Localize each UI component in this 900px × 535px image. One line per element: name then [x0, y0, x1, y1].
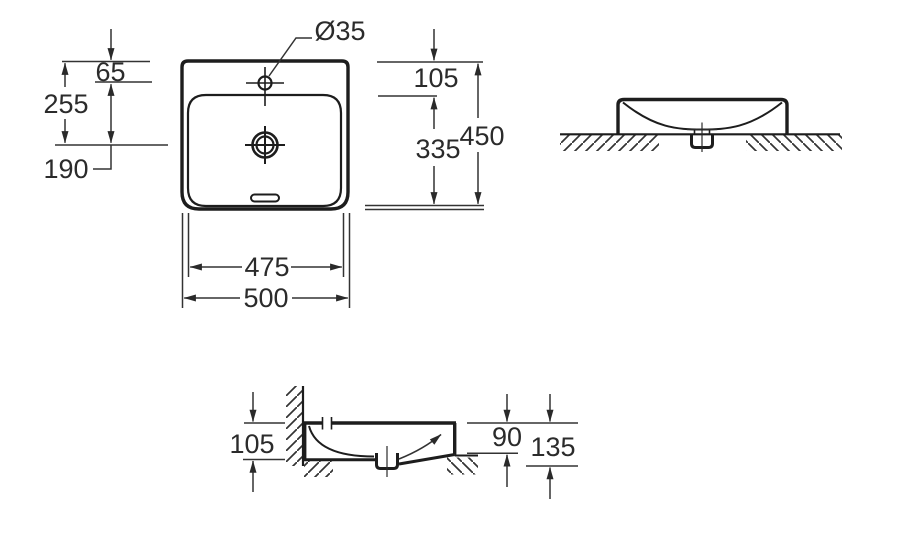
side-view	[560, 97, 842, 152]
dim-90-label: 90	[492, 422, 522, 452]
section-view	[286, 386, 478, 477]
plan-view: Ø35	[180, 16, 366, 211]
overflow-flow-arrow	[398, 433, 442, 460]
dim-450-label: 450	[459, 121, 504, 151]
bottom-edge-front	[398, 453, 455, 466]
wall-hatch	[286, 386, 303, 466]
faucet-callout-leader	[268, 37, 312, 77]
plan-dimensions-right: 105 335 450	[365, 29, 505, 211]
support-hatch-left	[304, 461, 333, 477]
dim-105b-label: 105	[229, 429, 274, 459]
dim-335-label: 335	[415, 134, 460, 164]
dim-135-label: 135	[530, 432, 575, 462]
counter-hatch-right	[746, 135, 842, 151]
dim-475-label: 475	[244, 252, 289, 282]
basin-inner-edge	[186, 93, 343, 208]
dim-190-label: 190	[43, 154, 88, 184]
counter-hatch-left	[560, 135, 659, 151]
leader-190	[93, 145, 112, 170]
dim-255-label: 255	[43, 89, 88, 119]
plan-dimensions-bottom: 475 500	[181, 213, 351, 313]
overflow-slot	[250, 193, 280, 203]
basin-curve-section	[308, 425, 375, 458]
faucet-diameter-label: Ø35	[314, 16, 365, 46]
plan-dimensions-left: 65 255 190	[43, 29, 168, 184]
dim-500-label: 500	[243, 283, 288, 313]
support-hatch-right	[447, 457, 478, 475]
section-dimensions: 105 90 135	[229, 392, 578, 499]
sink-outer-rim	[180, 59, 350, 211]
sink-body-profile	[616, 97, 789, 134]
dim-65-label: 65	[95, 57, 125, 87]
dim-105-label: 105	[413, 63, 458, 93]
